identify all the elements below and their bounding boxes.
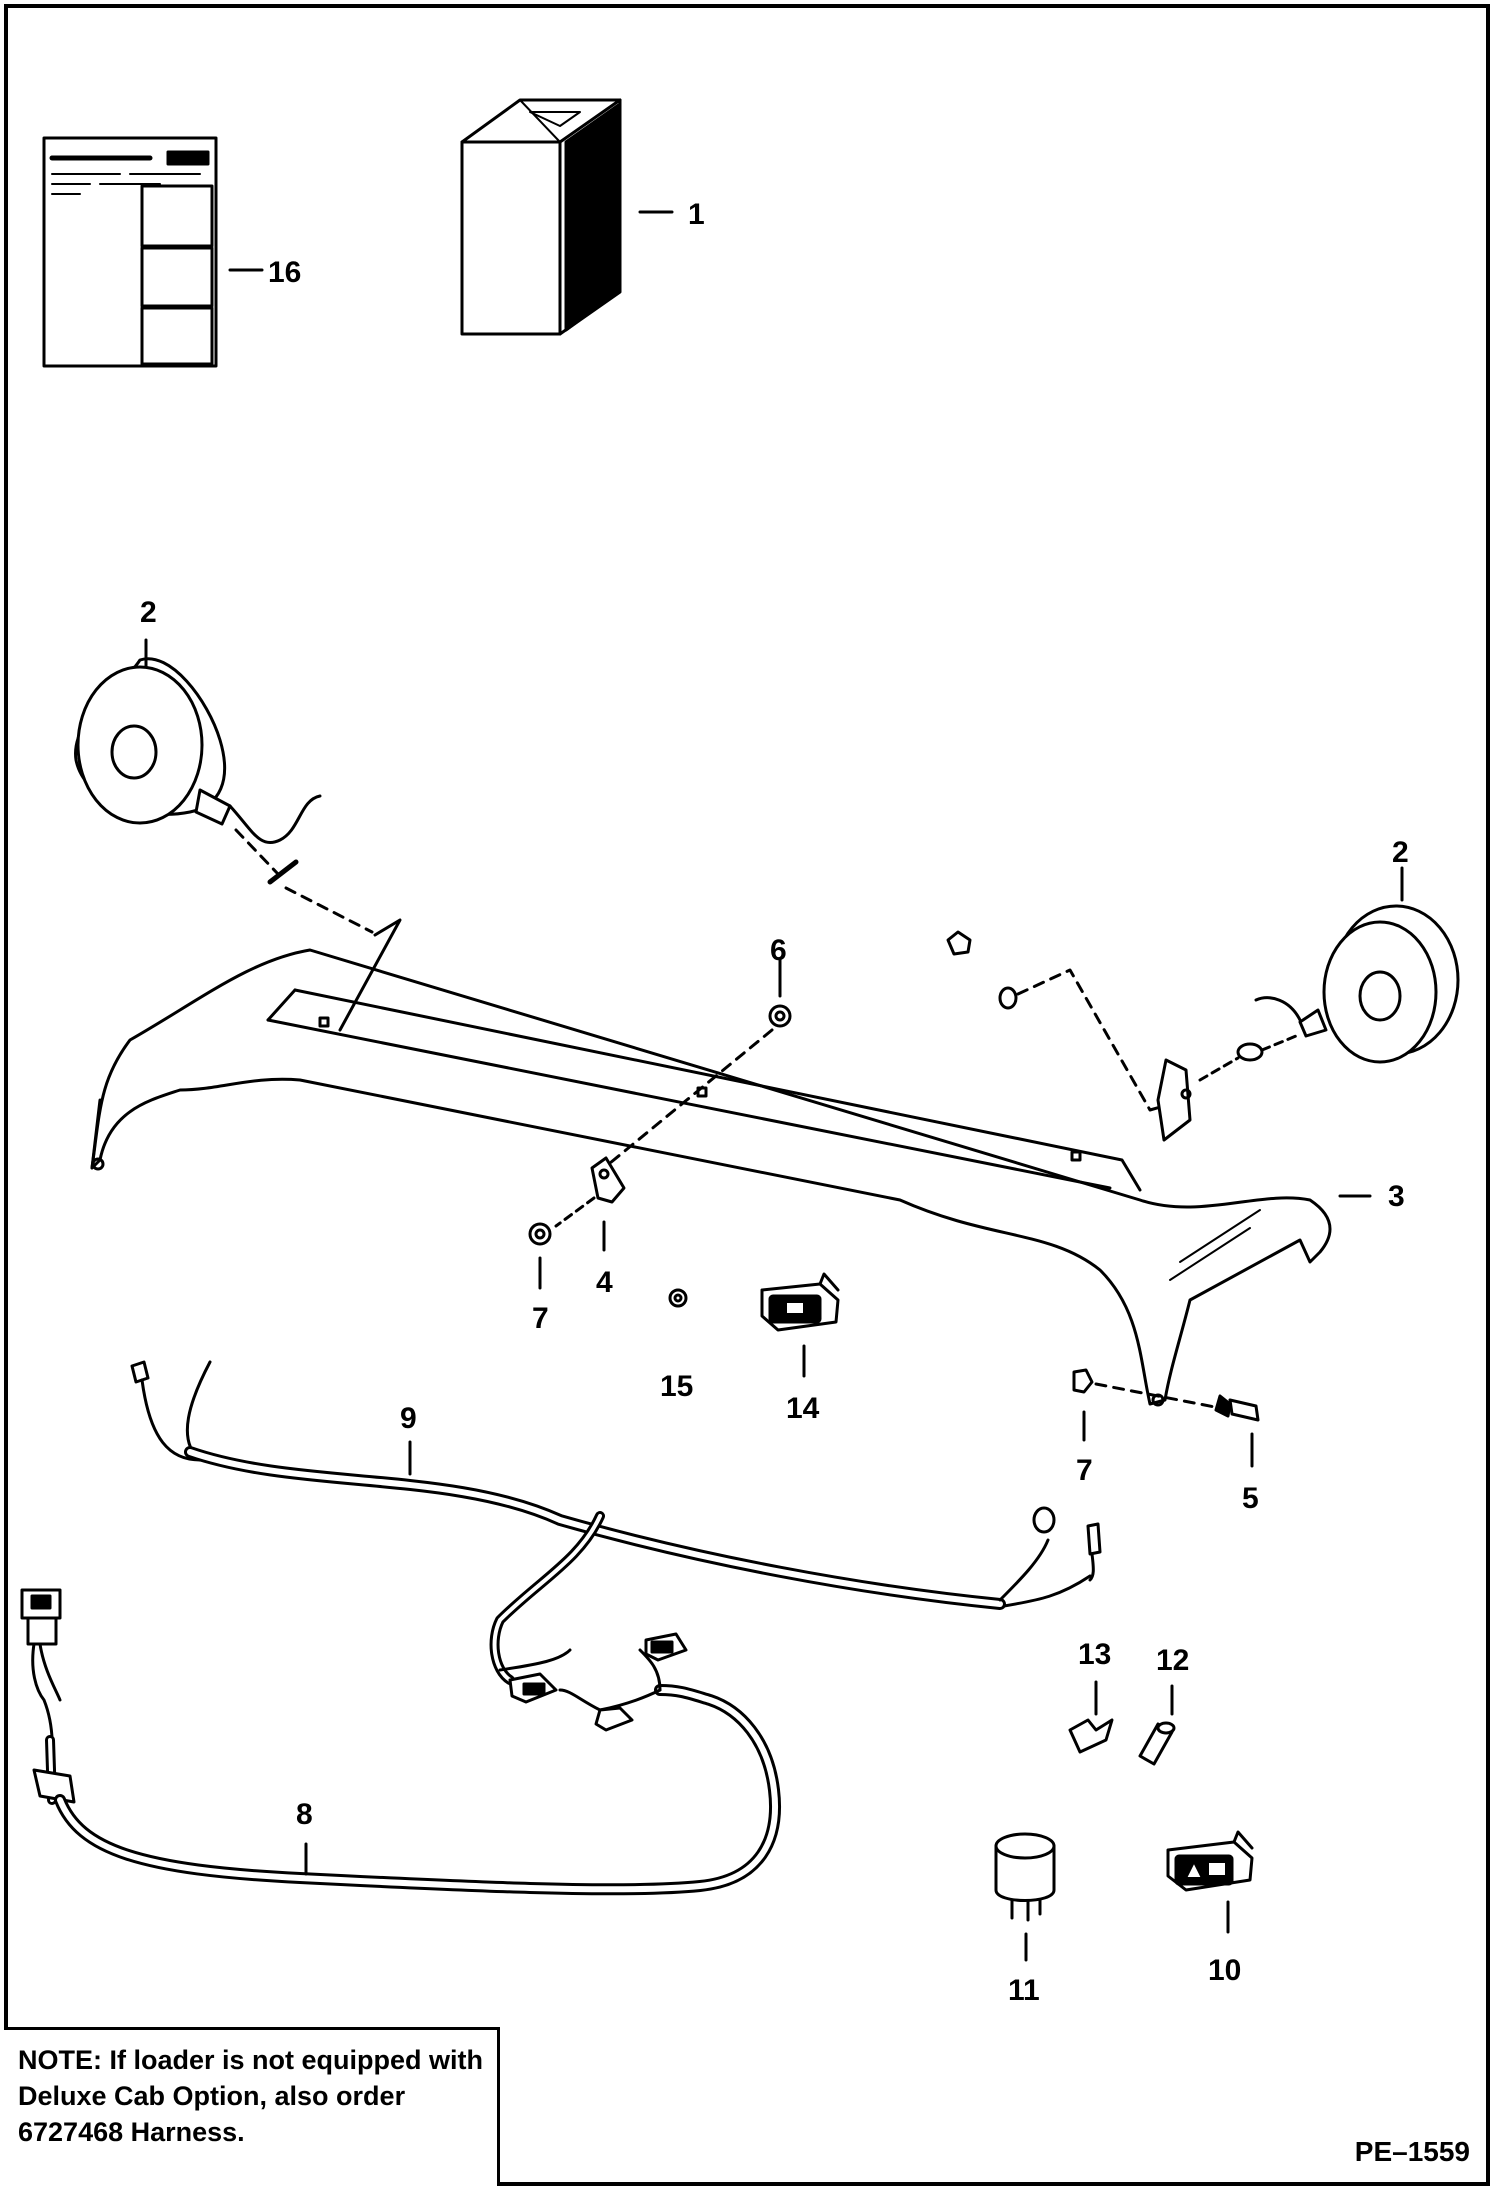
note-text: NOTE: If loader is not equipped with Del… (18, 2045, 483, 2147)
horn-right (946, 866, 1460, 1112)
horn-left (74, 638, 374, 934)
instruction-sheet (42, 136, 264, 368)
page-frame (4, 4, 1490, 2186)
harness-8 (20, 1588, 781, 1896)
callout-2-right: 2 (1392, 836, 1409, 869)
callout-4: 4 (596, 1266, 613, 1299)
decal-box (460, 98, 674, 336)
callout-10: 10 (1208, 1954, 1241, 1987)
callout-15: 15 (660, 1370, 693, 1403)
figure-id: PE–1559 (1354, 2136, 1470, 2167)
callout-7-left: 7 (532, 1302, 549, 1335)
callout-11: 11 (1008, 1974, 1040, 2007)
callout-2-left: 2 (140, 596, 157, 629)
nut-6 (602, 958, 792, 1170)
callout-14: 14 (786, 1392, 820, 1425)
nut-7-left (528, 1222, 552, 1290)
item-15 (668, 1288, 688, 1308)
callout-6: 6 (770, 934, 787, 967)
callout-16: 16 (268, 256, 301, 289)
bolt-5 (1214, 1394, 1260, 1468)
rocker-switch-14 (760, 1272, 840, 1378)
clip-4 (554, 1156, 626, 1252)
callout-9: 9 (400, 1402, 417, 1435)
harness-9 (130, 1360, 1102, 1704)
callout-3: 3 (1388, 1180, 1405, 1213)
nut-7-right (1072, 1368, 1222, 1442)
flasher-relay-11 (994, 1832, 1056, 1962)
callout-5: 5 (1242, 1482, 1259, 1515)
pin-12 (1138, 1684, 1176, 1766)
callout-1: 1 (688, 198, 705, 231)
callout-7-right: 7 (1076, 1454, 1093, 1487)
rocker-switch-10 (1166, 1830, 1254, 1934)
note-box: NOTE: If loader is not equipped with Del… (4, 2027, 500, 2186)
bracket-13 (1068, 1680, 1114, 1754)
callout-12: 12 (1156, 1644, 1189, 1677)
callout-13: 13 (1078, 1638, 1111, 1671)
callout-8: 8 (296, 1798, 313, 1831)
mounting-bracket (90, 918, 1372, 1407)
